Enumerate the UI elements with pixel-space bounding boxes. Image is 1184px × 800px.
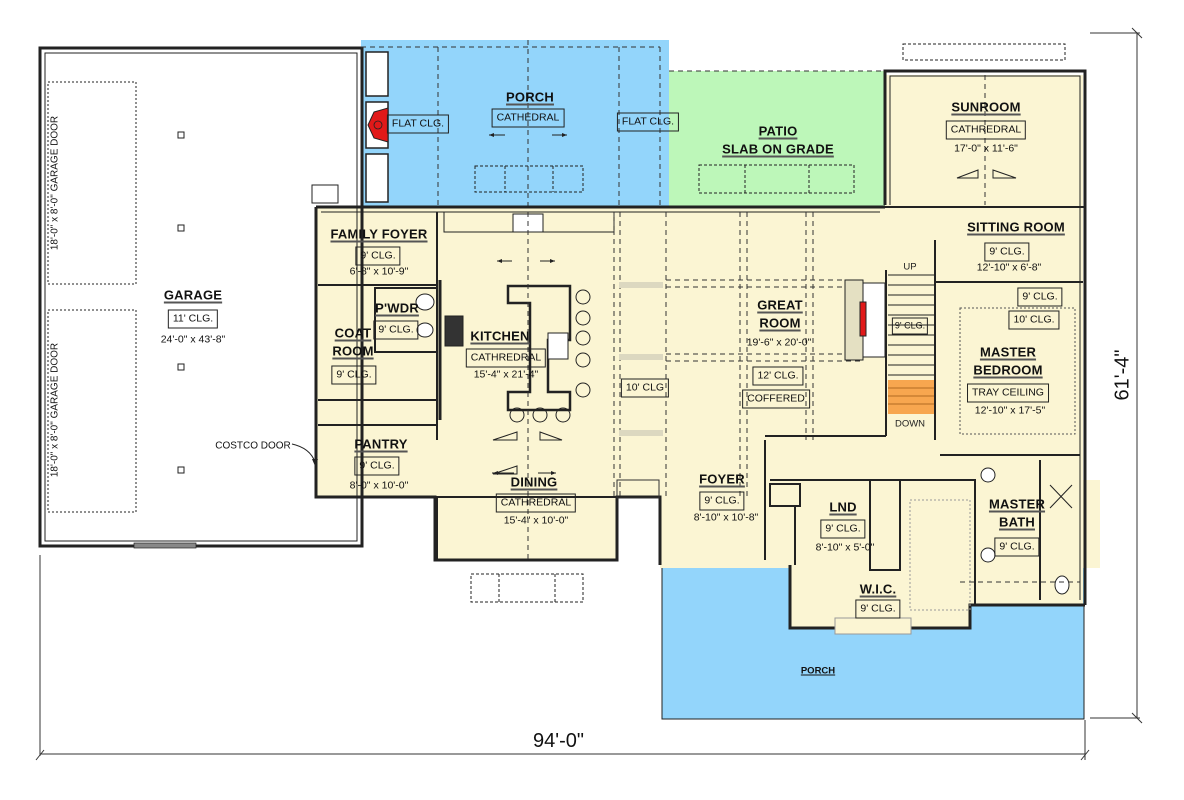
master-bedroom-ceiling-upper: 9' CLG. (1017, 287, 1063, 307)
garage-ceiling: 11' CLG. (167, 309, 219, 329)
wic-name: W.I.C. (859, 581, 897, 597)
foyer-lnd-walls (764, 440, 1041, 605)
great-room-name: GREAT (757, 297, 803, 313)
family-foyer-size: 6'-8" x 10'-9" (349, 265, 409, 278)
pantry-ceiling: 9' CLG. (354, 456, 400, 476)
master-bedroom-name-2: BEDROOM (973, 362, 1043, 378)
dining-size: 15'-4" x 10'-0" (503, 514, 569, 527)
master-bedroom-ceiling-tray: 10' CLG. (1008, 310, 1060, 330)
sunroom-ceiling: CATHREDRAL (945, 120, 1027, 140)
garage-door-bottom-label: 18'-0" x 8'-0" GARAGE DOOR (49, 342, 61, 478)
stairs-down-label: DOWN (894, 418, 926, 430)
kitchen-size: 15'-4" x 21'-4" (473, 368, 539, 381)
laundry-ceiling: 9' CLG. (820, 519, 866, 539)
foyer-size: 8'-10" x 10'-8" (693, 511, 759, 524)
pantry-size: 8'-0" x 10'-0" (349, 479, 409, 492)
sitting-room-size: 12'-10" x 6'-8" (976, 261, 1042, 274)
laundry-name: LND (829, 499, 857, 515)
rear-porch-name: PORCH (506, 89, 554, 105)
rear-porch-flat-left: FLAT CLG. (386, 114, 450, 134)
master-bath-ceiling: 9' CLG. (994, 537, 1040, 557)
pantry-name: PANTRY (354, 436, 408, 452)
patio-type: SLAB ON GRADE (722, 141, 834, 157)
garage-name: GARAGE (163, 287, 223, 303)
sitting-room-name: SITTING ROOM (967, 219, 1065, 235)
sunroom-size: 17'-0" x 11'-6" (954, 142, 1018, 155)
powder-name: P'WDR (375, 300, 419, 316)
great-room-ceiling: 12' CLG. (752, 366, 804, 386)
wic-ceiling: 9' CLG. (855, 599, 901, 619)
laundry-size: 8'-10" x 5'-0" (815, 541, 875, 554)
stairs (888, 274, 934, 376)
fireplace-porch-icon (367, 107, 389, 143)
master-bath-name: MASTER (988, 496, 1046, 512)
coat-room-name: COAT (334, 325, 372, 341)
garage-posts (177, 131, 185, 474)
master-bedroom-name: MASTER (979, 344, 1037, 360)
dimension-lines (35, 27, 1143, 761)
kitchen-ceiling: CATHREDRAL (465, 348, 547, 368)
stairs-up-label: UP (903, 261, 917, 273)
family-foyer-name: FAMILY FOYER (330, 226, 428, 242)
patio-name: PATIO (758, 123, 798, 139)
front-porch-name: PORCH (800, 665, 836, 677)
overall-depth-dimension: 61'-4" (1111, 349, 1134, 401)
garage-walls (38, 46, 364, 548)
foyer-name: FOYER (699, 471, 745, 487)
rear-porch-ceiling: CATHEDRAL (491, 108, 565, 128)
foyer-ceiling: 9' CLG. (699, 491, 745, 511)
great-room-name-2: ROOM (759, 315, 801, 331)
family-foyer-ceiling: 9' CLG. (355, 246, 401, 266)
kitchen-name: KITCHEN (470, 328, 530, 344)
master-bedroom-size: 12'-10" x 17'-5" (974, 404, 1046, 417)
great-room-size: 19'-6" x 20'-0" (746, 336, 812, 349)
stairs-down (888, 380, 934, 414)
coat-room-name-2: ROOM (332, 343, 374, 359)
powder-ceiling: 9' CLG. (373, 320, 419, 340)
overall-width-dimension: 94'-0" (533, 730, 584, 752)
garage-door-top-label: 18'-0" x 8'-0" GARAGE DOOR (49, 115, 61, 251)
great-room-ceiling-type: COFFERED (742, 389, 810, 409)
service-wing-walls (318, 212, 438, 440)
patio-area (669, 71, 885, 206)
great-room-side-ceiling: 10' CLG (620, 378, 670, 398)
costco-door-label: COSTCO DOOR (215, 440, 291, 452)
rear-porch-flat-right: FLAT CLG. (616, 112, 680, 132)
coffered-grid (613, 212, 860, 497)
sitting-room-ceiling: 9' CLG. (984, 242, 1030, 262)
porch-beams (361, 40, 661, 206)
master-bedroom-ceiling: TRAY CEILING (967, 383, 1049, 403)
dining-ceiling: CATHREDRAL (495, 493, 577, 513)
stairs-ceiling: 9' CLG. (891, 317, 929, 335)
coat-room-ceiling: 9' CLG. (331, 365, 377, 385)
dining-name: DINING (510, 474, 558, 490)
master-bath-name-2: BATH (999, 514, 1035, 530)
garage-size: 24'-0" x 43'-8" (160, 333, 226, 346)
sunroom-name: SUNROOM (951, 99, 1021, 115)
kitchen-fixtures (438, 211, 615, 423)
